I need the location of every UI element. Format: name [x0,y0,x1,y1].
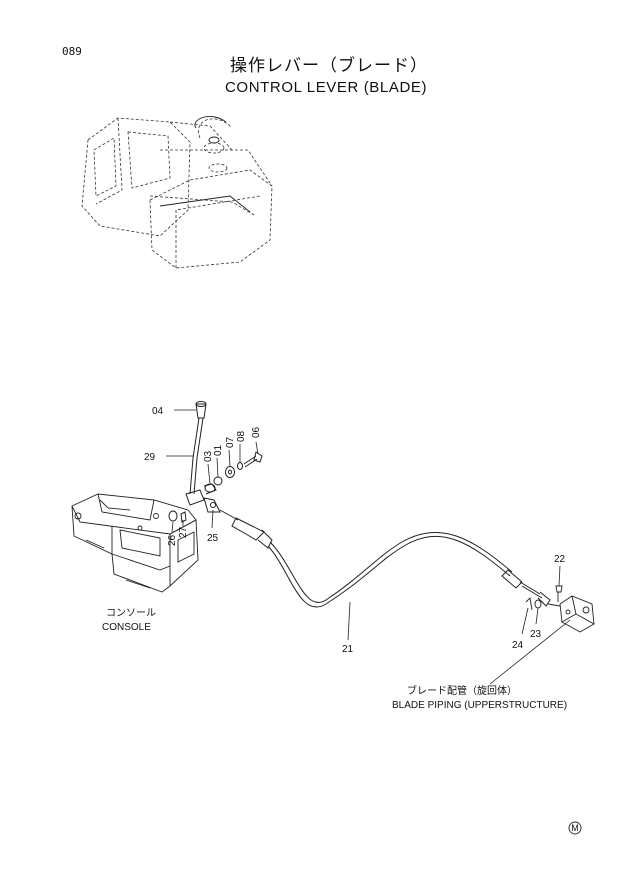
page-title-japanese: 操作レバー（ブレード） [230,56,428,76]
page-number: 089 [62,45,82,58]
control-cable [219,509,551,608]
part-number-21: 21 [342,644,354,655]
m-mark-icon: M [568,821,582,835]
part-number-01: 01 [213,444,224,456]
part-number-23: 23 [530,629,542,640]
m-mark-label: M [571,823,579,833]
part-number-29: 29 [144,452,156,463]
console-bracket [71,493,199,593]
part-number-27: 27 [178,526,189,538]
part-number-22: 22 [554,554,566,565]
lever-assembly [168,401,263,523]
leader-lines [166,409,571,685]
blade-piping-valve [525,585,595,633]
machine-overview-solid-lines [159,116,251,213]
part-number-labels: 04 29 03 01 07 08 06 27 26 25 21 22 23 2… [144,406,566,655]
part-number-25: 25 [207,533,219,544]
machine-overview-illustration [81,117,273,269]
part-number-04: 04 [152,406,164,417]
blade-piping-label: BLADE PIPING (UPPERSTRUCTURE) [392,700,568,711]
console-label: CONSOLE [102,622,151,633]
part-number-03: 03 [203,450,214,462]
part-number-07: 07 [225,436,236,448]
console-label-japanese: コンソール [106,608,156,619]
page-title: CONTROL LEVER (BLADE) [225,79,428,96]
part-number-24: 24 [512,640,524,651]
part-number-26: 26 [167,534,178,546]
part-number-06: 06 [251,426,262,438]
blade-piping-label-japanese: ブレード配管（旋回体） [407,686,517,697]
part-number-08: 08 [236,430,247,442]
